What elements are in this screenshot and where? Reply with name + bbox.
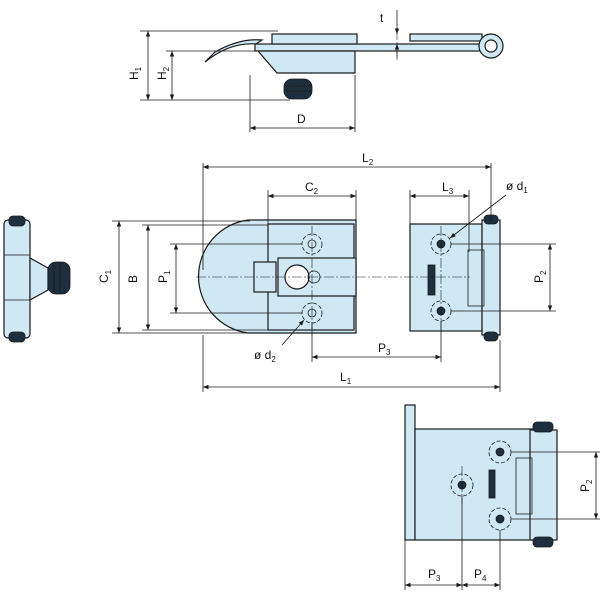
label-P2: P2 [532,270,548,283]
label-D: D [297,112,306,126]
label-d2: ø d2 [254,348,276,364]
label-C1: C1 [97,269,113,283]
front-view-dimensions [112,163,556,392]
label-d1: ø d1 [506,179,528,195]
top-view-dimensions [140,10,400,132]
left-side-view [3,215,71,343]
label-B: B [126,275,140,283]
label-L3: L3 [442,180,454,196]
label-P3: P3 [378,341,391,357]
label-C2: C2 [305,180,319,196]
label-P3-detail: P3 [428,567,441,583]
label-t: t [380,11,384,25]
label-P2-detail: P2 [578,479,594,492]
dimension-labels: H1 H2 D t L2 C2 L3 ø d1 C1 B P1 P2 ø d2 … [97,11,594,583]
label-H1: H1 [127,66,143,80]
label-L2: L2 [362,151,374,167]
label-P1: P1 [156,270,172,283]
label-L1: L1 [340,370,352,386]
detail-view-dimensions [404,451,600,590]
top-view [204,30,504,100]
front-view [196,214,501,342]
label-P4: P4 [474,567,487,583]
detail-view [404,404,558,548]
label-H2: H2 [155,66,171,80]
